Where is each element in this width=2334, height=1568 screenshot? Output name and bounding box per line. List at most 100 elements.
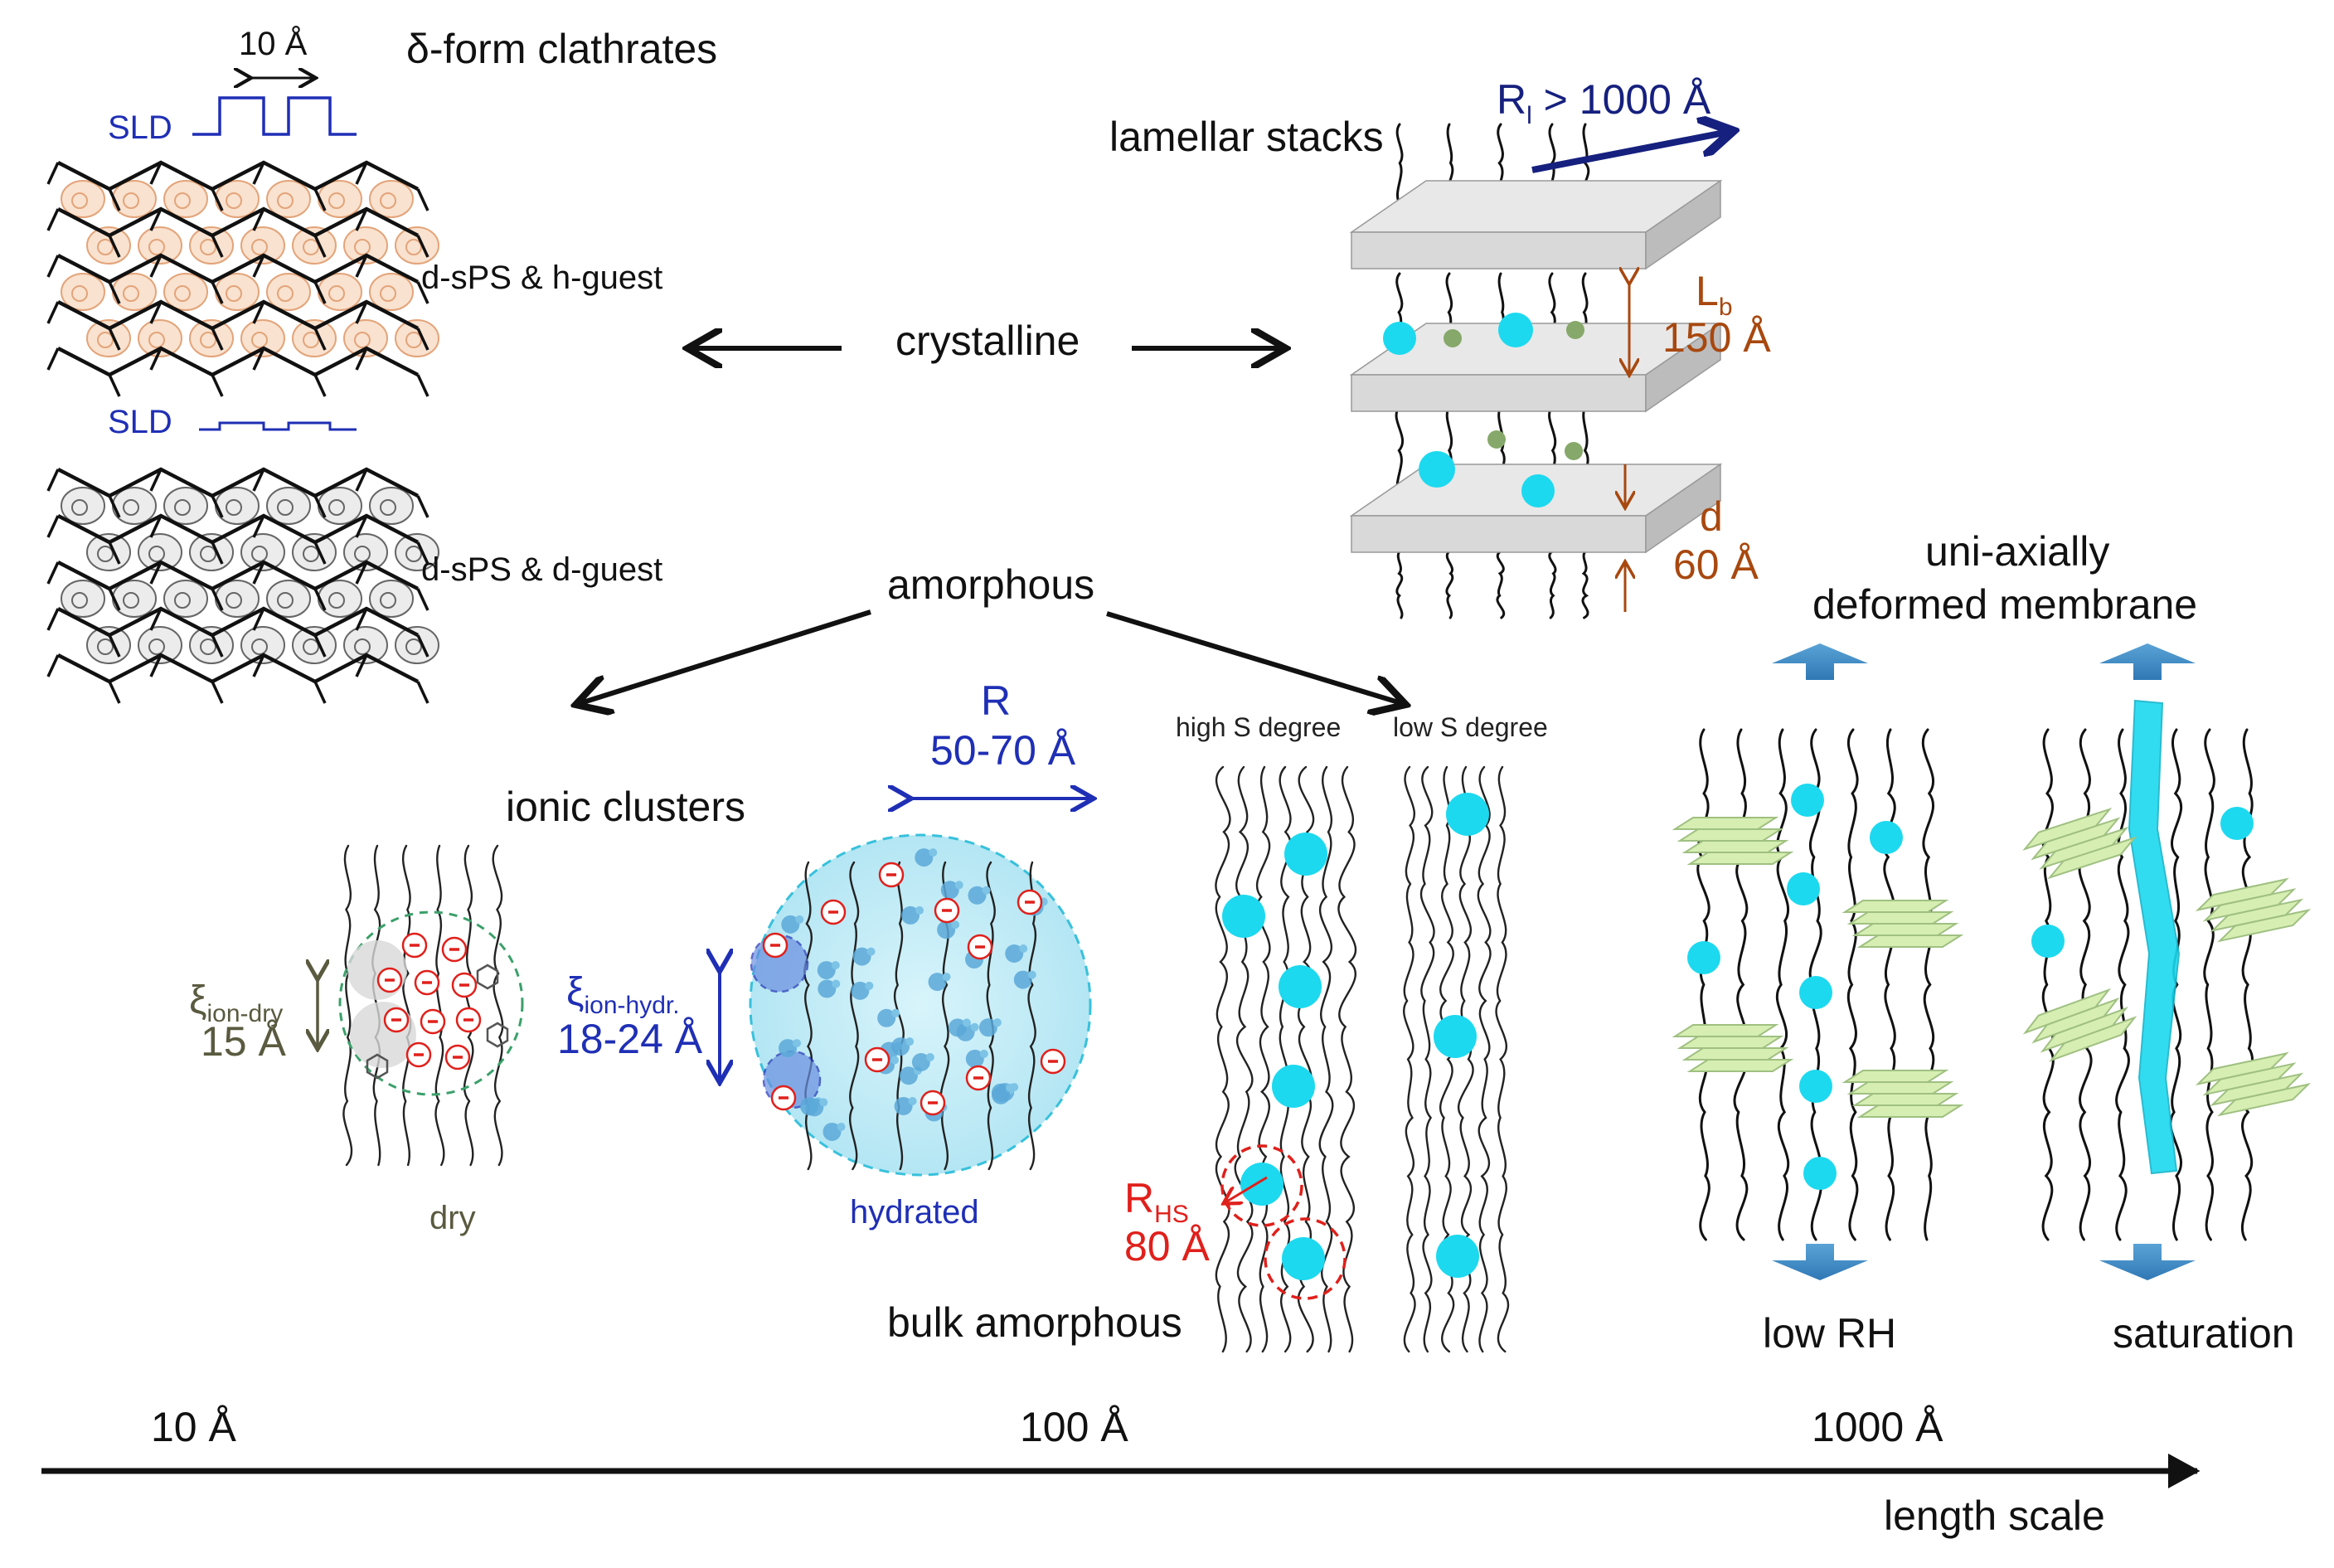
ionic-domain-bead xyxy=(1222,895,1265,938)
phenyl-side-branch xyxy=(149,654,163,677)
sld-profile-1 xyxy=(192,96,357,136)
crystallite-layer xyxy=(1672,1024,1779,1037)
phenyl-side-branch xyxy=(355,654,368,677)
crystallite-stack xyxy=(2022,988,2137,1062)
ionic-domain-bead xyxy=(1446,793,1489,836)
guest-cavity xyxy=(163,487,208,525)
crystallite-layer xyxy=(1677,1036,1784,1049)
hydrated-chain xyxy=(848,861,860,1171)
water-hydrogen xyxy=(962,1018,971,1027)
guest-molecule xyxy=(277,192,294,209)
lamella-side-face xyxy=(1645,322,1721,413)
phenyl-side-branch xyxy=(355,301,368,324)
counterion-bead xyxy=(1487,430,1506,449)
phenyl-side-branch xyxy=(416,281,429,304)
guest-molecule xyxy=(328,192,345,209)
crystallite-stack xyxy=(1672,1024,1794,1072)
membrane-chain xyxy=(1882,728,1896,1241)
guest-molecule xyxy=(123,499,139,516)
lamellar-title: lamellar stacks xyxy=(1109,114,1384,160)
phenyl-side-branch xyxy=(46,208,60,231)
phenyl-side-branch xyxy=(108,634,121,658)
dry-chain xyxy=(463,844,474,1167)
guest-cavity xyxy=(189,626,234,664)
lamella-front-face xyxy=(1351,515,1647,553)
guest-cavity xyxy=(369,273,414,311)
water-hydrogen xyxy=(837,1122,846,1131)
crystallite-layer xyxy=(1841,900,1949,913)
guest-molecule xyxy=(174,499,191,516)
phenyl-side-branch xyxy=(416,328,429,351)
guest-cavity xyxy=(112,273,157,311)
crystallite-layer xyxy=(2195,877,2289,912)
guest-cavity xyxy=(215,180,260,218)
guest-cavity xyxy=(112,180,157,218)
phenyl-side-branch xyxy=(416,588,429,611)
crystallite-layer xyxy=(2022,988,2112,1035)
bulk-amorphous-panel: high S degree low S degree RHS 80 Å bulk… xyxy=(887,712,1548,1353)
guest-molecule xyxy=(277,592,294,609)
lamella-front-face xyxy=(1351,231,1647,269)
guest-cavity xyxy=(163,273,208,311)
rhs-value: 80 Å xyxy=(1124,1223,1211,1269)
ionic-domain-bead xyxy=(1272,1065,1315,1108)
guest-cavity xyxy=(163,580,208,618)
guest-cavity xyxy=(86,533,131,571)
ionic-domain-bead xyxy=(1434,1015,1477,1058)
crystallite-layer xyxy=(1846,911,1954,925)
water-molecule xyxy=(901,905,920,925)
phenyl-side-branch xyxy=(108,235,121,258)
phenyl-side-branch xyxy=(355,608,368,631)
strain-arrow-up-icon xyxy=(1772,643,1868,680)
phenyl-side-branch xyxy=(252,608,265,631)
sld-label-1: SLD xyxy=(108,109,172,146)
guest-cavity xyxy=(266,487,311,525)
guest-cavity xyxy=(86,626,131,664)
crystallite-layer xyxy=(1846,1081,1954,1095)
guest-cavity xyxy=(189,533,234,571)
water-molecule xyxy=(911,1052,930,1071)
guest-molecule xyxy=(71,192,88,209)
water-hydrogen xyxy=(970,1022,979,1032)
guest-cavity xyxy=(240,319,285,357)
ionic-domain-bead xyxy=(2220,807,2254,840)
guest-cavity xyxy=(61,487,105,525)
high-s-chain xyxy=(1318,765,1334,1353)
delta-form-title: δ-form clathrates xyxy=(406,26,717,72)
ionic-domain-bead xyxy=(1791,784,1824,817)
polymer-helix-backbone xyxy=(56,467,420,498)
phenyl-side-branch xyxy=(355,208,368,231)
ionic-domain-bead xyxy=(1799,976,1832,1009)
guest-cavity xyxy=(318,580,362,618)
guest-molecule xyxy=(200,546,216,562)
crystallite-layer xyxy=(1851,923,1959,936)
water-molecule xyxy=(818,979,837,998)
saturation-membrane xyxy=(2022,643,2312,1280)
guest-molecule xyxy=(251,638,268,655)
phenyl-side-branch xyxy=(252,162,265,185)
low-rh-label: low RH xyxy=(1763,1310,1896,1357)
phenyl-side-branch xyxy=(211,588,224,611)
polymer-helix-backbone xyxy=(56,560,420,591)
high-s-chain xyxy=(1255,765,1271,1353)
water-molecule xyxy=(978,1018,997,1037)
water-hydrogen xyxy=(942,973,951,982)
guest-molecule xyxy=(303,546,319,562)
axis-tick-1000: 1000 Å xyxy=(1812,1404,1943,1450)
guest-molecule xyxy=(97,546,114,562)
water-molecule xyxy=(852,947,871,966)
membrane-chain xyxy=(1921,728,1935,1241)
ionic-domain-bead xyxy=(1521,474,1555,507)
guest-molecule xyxy=(277,285,294,302)
crystallite-layer xyxy=(1672,817,1779,830)
dry-label: dry xyxy=(429,1200,476,1236)
ionic-domain-bead xyxy=(1279,965,1322,1008)
water-molecule xyxy=(894,1096,913,1115)
delta-form-clathrates-panel: δ-form clathrates 10 Å SLD d-sPS & h-gue… xyxy=(46,25,717,704)
water-molecule xyxy=(779,1039,798,1058)
phenyl-side-branch xyxy=(313,235,327,258)
lamellar-beads xyxy=(1383,313,1584,507)
phenyl-side-branch xyxy=(211,541,224,565)
guest-molecule xyxy=(148,332,165,348)
phenyl-side-branch xyxy=(252,468,265,492)
